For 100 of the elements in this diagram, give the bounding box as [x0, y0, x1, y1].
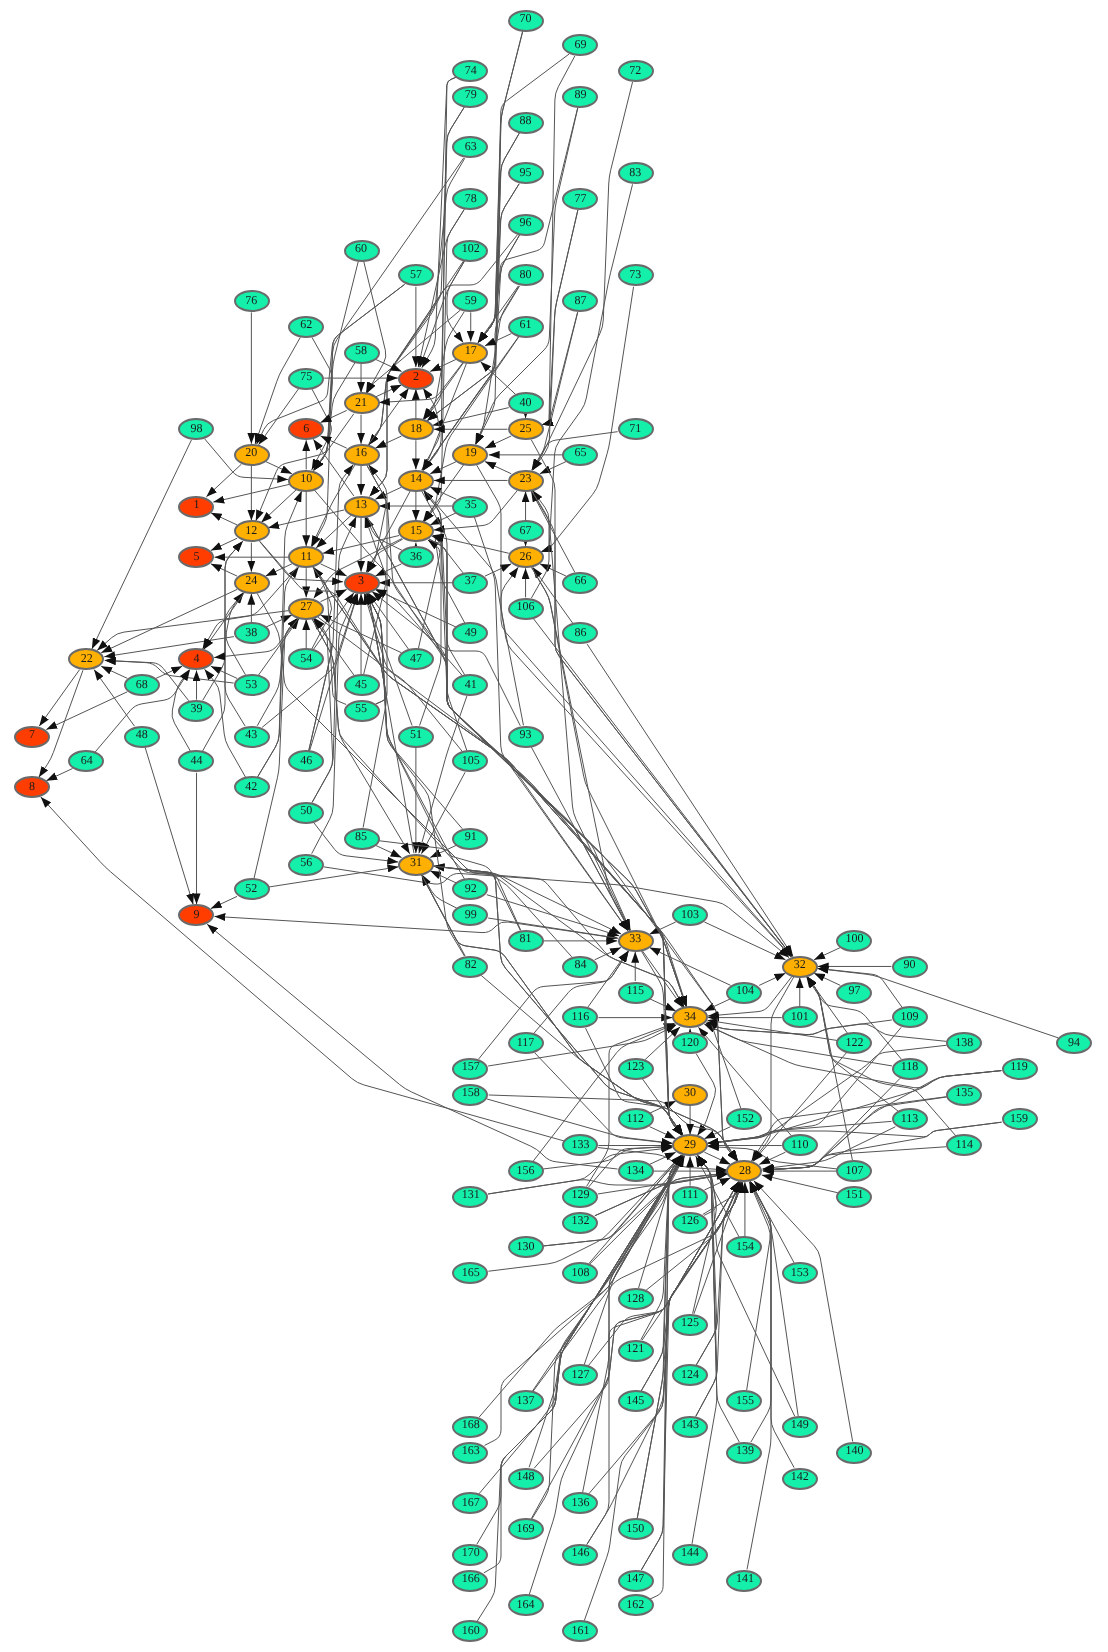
arrow [423, 336, 520, 523]
arrow [302, 490, 311, 547]
arrow [686, 1156, 695, 1187]
arrow [374, 844, 403, 858]
arrow [313, 566, 347, 705]
arrow [210, 537, 238, 551]
arrow [649, 1126, 677, 1140]
arrow [423, 311, 465, 420]
arrow [364, 593, 413, 726]
arrow [476, 464, 792, 958]
arrow [411, 439, 420, 470]
arrow [795, 976, 804, 1008]
arrow [521, 490, 530, 522]
arrow [762, 1167, 838, 1176]
arrow [302, 439, 311, 470]
arrow [268, 864, 399, 888]
arrow [652, 1167, 728, 1176]
arrow [521, 567, 530, 598]
arrow [762, 1126, 896, 1172]
arrow [312, 413, 355, 471]
arrow [210, 895, 238, 910]
arrow [259, 540, 344, 586]
arrow [422, 336, 519, 471]
arrow [422, 362, 464, 420]
arrow [378, 578, 454, 587]
arrow [540, 286, 635, 553]
arrow [703, 921, 786, 961]
arrow [702, 1181, 745, 1215]
arrow [100, 665, 128, 679]
arrow [707, 1018, 838, 1041]
arrow [267, 509, 345, 530]
arrow [213, 617, 299, 661]
arrow [484, 333, 512, 347]
arrow [366, 464, 631, 931]
arrow [254, 336, 301, 445]
arrow [144, 746, 194, 905]
arrow [433, 863, 573, 958]
arrow [703, 998, 732, 1012]
arrow [691, 1155, 718, 1545]
arrow [374, 358, 403, 372]
arrow [500, 566, 524, 726]
arrow [752, 1052, 847, 1162]
arrow [366, 592, 415, 854]
arrow [210, 665, 238, 679]
arrow [212, 483, 290, 504]
arrow [433, 865, 685, 1008]
arrow [751, 1026, 902, 1162]
arrow [541, 311, 579, 426]
arrow [378, 362, 464, 406]
arrow [488, 450, 563, 459]
arrow [530, 490, 576, 573]
arrow [432, 533, 468, 752]
arrow [486, 1098, 673, 1146]
arrow [38, 669, 84, 778]
arrow [649, 1100, 677, 1114]
arrow [366, 592, 465, 957]
arrow [309, 593, 359, 752]
arrow [204, 668, 246, 778]
arrow [746, 1181, 772, 1570]
arrow [484, 435, 512, 449]
arrow [192, 772, 201, 905]
arrow [103, 636, 235, 660]
arrow [753, 1180, 854, 1443]
arrow [429, 870, 457, 884]
arrow [247, 542, 256, 573]
arrow [423, 106, 465, 420]
arrow [247, 465, 256, 522]
arrow [411, 490, 420, 522]
arrow [695, 1155, 740, 1238]
arrow [707, 1143, 838, 1170]
arrow [225, 592, 246, 676]
arrow [703, 1151, 732, 1165]
arrow [484, 461, 512, 475]
arrow [411, 388, 420, 419]
arrow [705, 1022, 948, 1042]
arrow [311, 283, 406, 548]
arrow [38, 669, 81, 727]
arrow [375, 588, 463, 676]
arrow [431, 535, 464, 574]
arrow [93, 669, 135, 727]
arrow [214, 553, 289, 562]
arrow [432, 534, 510, 554]
arrow [631, 951, 640, 982]
arrow [431, 535, 466, 624]
arrow [750, 1181, 795, 1264]
arrow [531, 431, 619, 471]
arrow [369, 234, 519, 497]
arrow [816, 965, 1059, 1039]
arrow [429, 844, 457, 858]
arrow [429, 486, 457, 500]
arrow [265, 461, 293, 475]
arrow [758, 972, 786, 986]
arrow [91, 439, 192, 650]
arrow [532, 1023, 676, 1162]
arrow [206, 923, 619, 1170]
arrow [357, 516, 366, 573]
arrow [597, 1013, 673, 1022]
arrow [423, 489, 792, 958]
arrow [320, 563, 348, 577]
arrow [421, 874, 458, 909]
